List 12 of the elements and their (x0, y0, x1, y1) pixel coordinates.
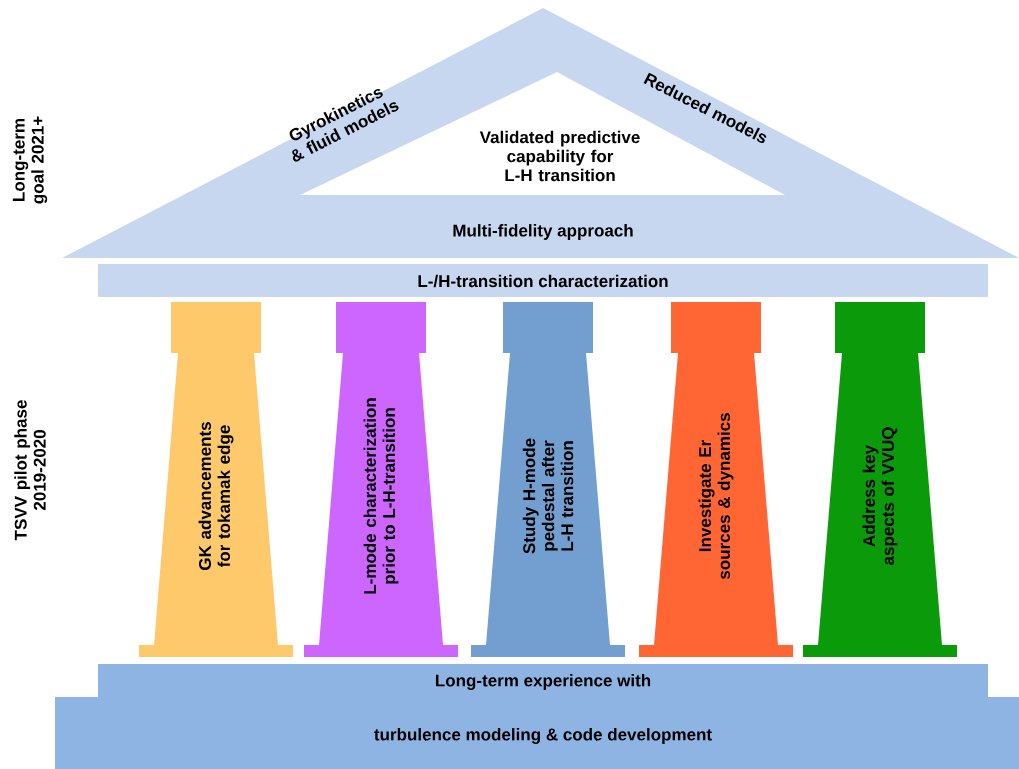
node-label: Validated predictive capability for L-H transition (479, 130, 640, 182)
pillar: L-mode characterization prior to L-H-transition (304, 302, 458, 657)
phase-label: Long-term goal 2021+ (12, 116, 48, 204)
pillar: Address key aspects of VVUQ (803, 302, 957, 657)
pillar: Study H-mode pedestal after L-H transition (471, 302, 625, 657)
node-label: turbulence modeling & code development (374, 728, 712, 744)
phase-label: TSVV pilot phase 2019-2020 (14, 400, 46, 541)
base-step: Long-term experience with (98, 664, 988, 698)
pillar: GK advancements for tokamak edge (139, 302, 293, 657)
pillar: Investigate Er sources & dynamics (639, 302, 793, 657)
beam-band: L-/H-transition characterization (98, 264, 988, 297)
node-label: Long-term experience with (435, 674, 651, 690)
